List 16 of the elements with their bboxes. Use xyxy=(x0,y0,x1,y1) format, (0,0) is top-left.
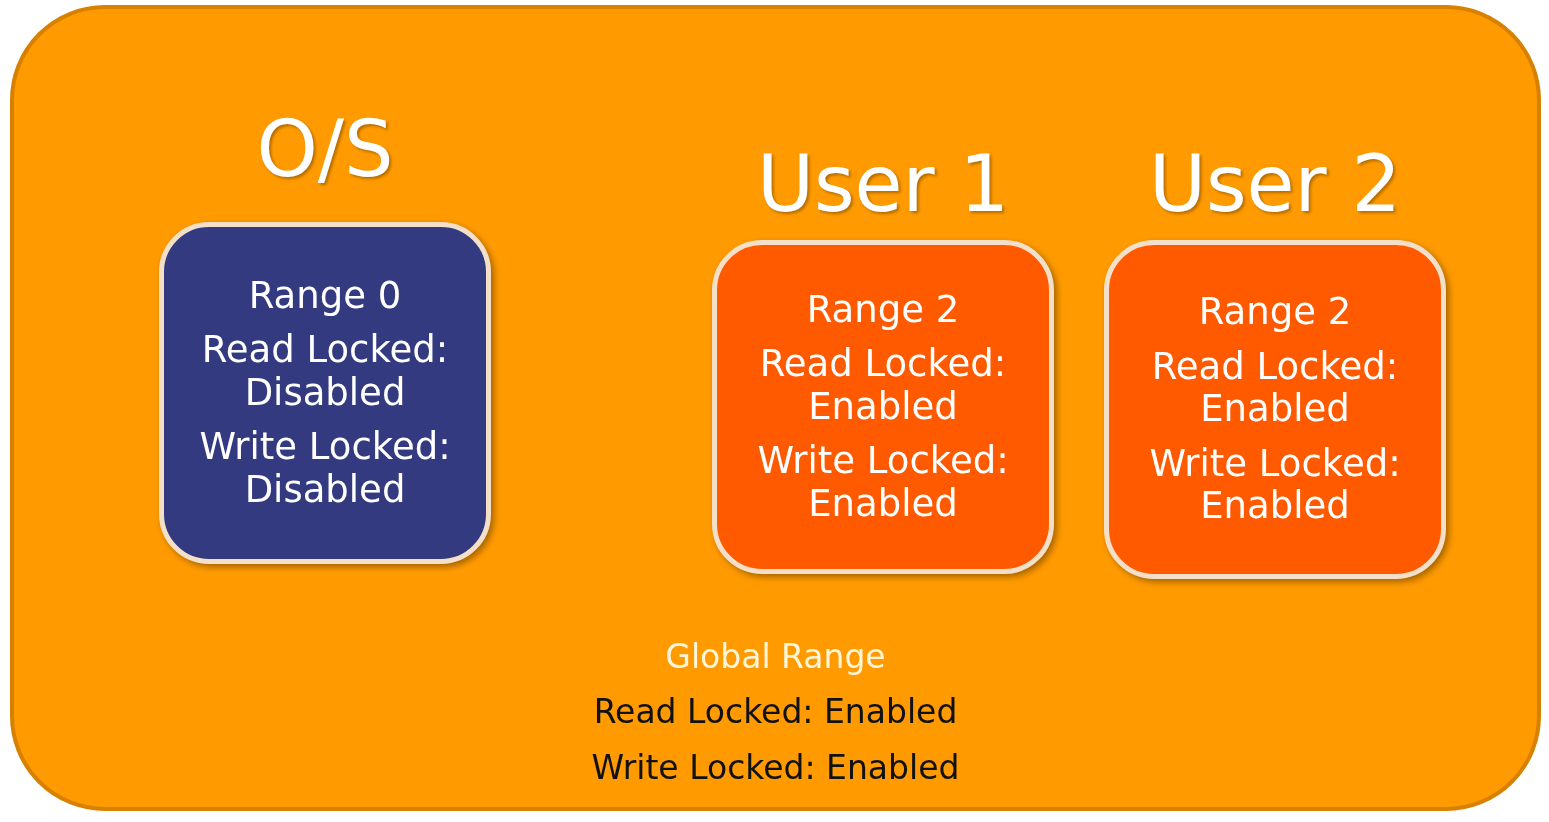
range-owner-heading: User 1 xyxy=(755,139,1011,229)
read-lock-status: Read Locked: Disabled xyxy=(200,329,450,415)
range-owner-heading: O/S xyxy=(255,104,395,194)
range-title: Global Range xyxy=(664,637,887,676)
range-name: Range 0 xyxy=(247,274,403,318)
global-range-panel xyxy=(10,5,1541,811)
write-lock-status: Write Locked: Enabled xyxy=(590,748,961,787)
write-lock-status: Write Locked: Enabled xyxy=(1148,442,1402,528)
range-name: Range 2 xyxy=(1197,291,1353,334)
read-lock-status: Read Locked: Enabled xyxy=(592,692,959,731)
range-name: Range 2 xyxy=(805,288,961,332)
range-owner-heading: User 2 xyxy=(1147,139,1403,229)
write-lock-status: Write Locked: Enabled xyxy=(756,440,1010,526)
read-lock-status: Read Locked: Enabled xyxy=(1150,345,1400,431)
read-lock-status: Read Locked: Enabled xyxy=(758,343,1008,429)
write-lock-status: Write Locked: Disabled xyxy=(198,426,452,512)
